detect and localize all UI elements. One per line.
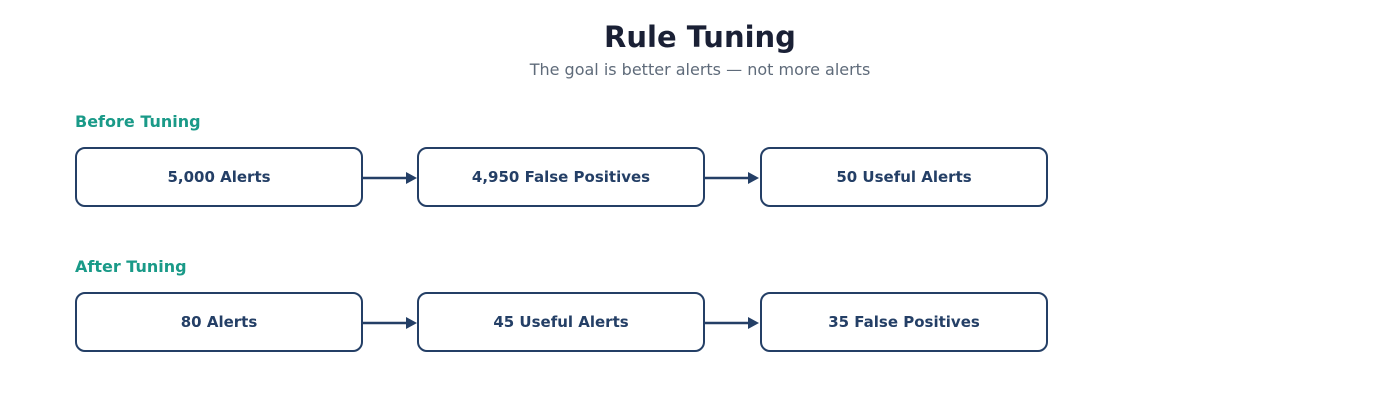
flow-box-after-3: 35 False Positives [760,292,1048,352]
arrow-right-icon [363,171,417,185]
arrow-right-icon [705,171,759,185]
flow-box-after-1: 80 Alerts [75,292,363,352]
flow-box-before-2: 4,950 False Positives [417,147,705,207]
section-label-before: Before Tuning [75,112,201,131]
flow-box-before-1: 5,000 Alerts [75,147,363,207]
page-subtitle: The goal is better alerts — not more ale… [529,60,871,79]
flow-box-after-2: 45 Useful Alerts [417,292,705,352]
arrow-right-icon [705,316,759,330]
flow-box-before-3: 50 Useful Alerts [760,147,1048,207]
section-label-after: After Tuning [75,257,187,276]
page-title: Rule Tuning [604,20,796,54]
arrow-right-icon [363,316,417,330]
